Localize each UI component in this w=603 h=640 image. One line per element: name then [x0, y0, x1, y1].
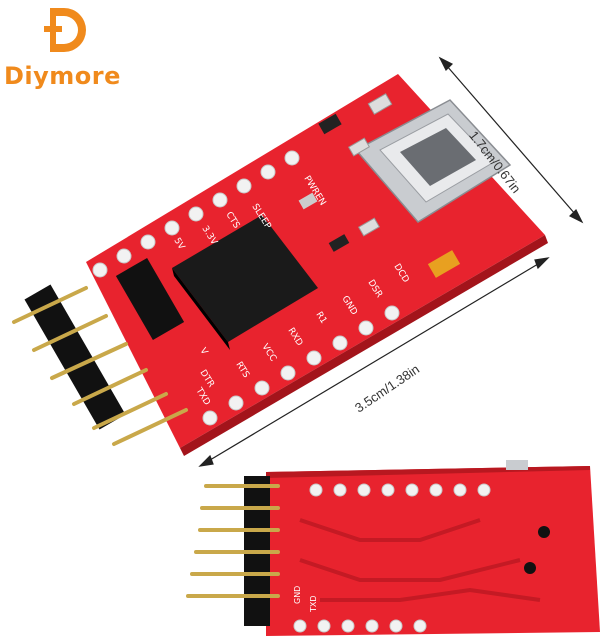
bottom-header-pins: [186, 484, 280, 598]
via-hole: [524, 562, 536, 574]
smd-components: [298, 93, 461, 278]
ftdi-board-top: PWREN SLEEP CTS 3.3V 5V V DTR TXD RTS VC…: [12, 74, 548, 456]
jumper-cap: [115, 257, 185, 341]
label-txd-bottom: TXD: [309, 595, 318, 613]
diymore-logo-icon: [44, 8, 86, 52]
brand-name: Diymore: [4, 62, 121, 90]
ftdi-chip: [172, 215, 318, 350]
width-dimension-arrow: [438, 56, 584, 224]
pin-pads-bottom: [202, 305, 400, 426]
length-dimension-arrow: [198, 257, 550, 467]
pcb-traces: [299, 518, 541, 602]
ftdi-board-bottom: GND TXD: [186, 460, 600, 636]
via-hole: [538, 526, 550, 538]
mini-usb-connector: [354, 99, 512, 223]
label-gnd-bottom: GND: [293, 586, 302, 604]
label-v: V: [197, 346, 209, 357]
header-pins: [12, 284, 188, 446]
bottom-pin-pads: [293, 483, 491, 633]
pin-pads-top: [92, 150, 300, 278]
